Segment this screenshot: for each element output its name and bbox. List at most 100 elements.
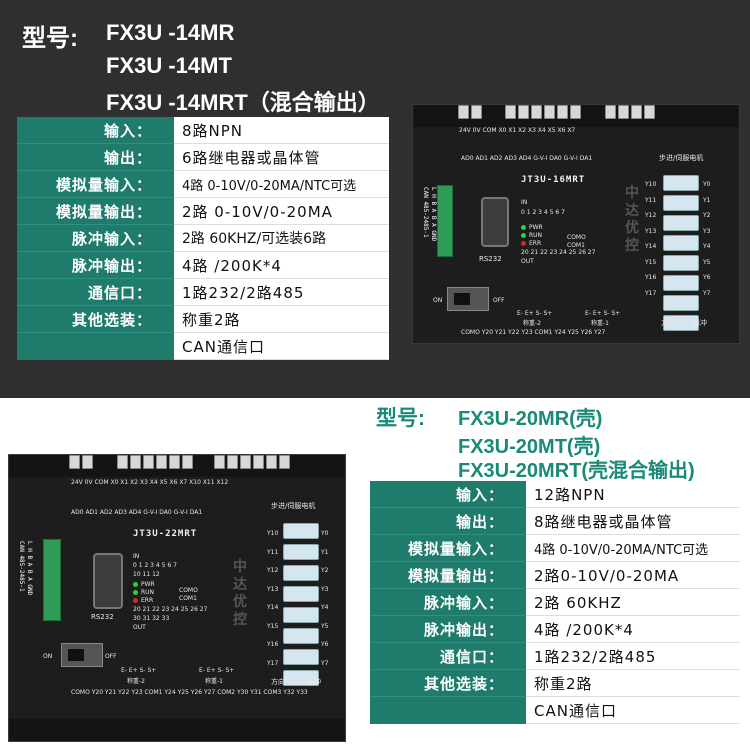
brand-logo: 中 达 优 控 [229, 559, 251, 629]
rs232-port[interactable] [93, 553, 123, 609]
terminal-block [69, 455, 93, 469]
spec-row: 脉冲输出：4路 /200K*4 [17, 251, 389, 279]
spec-key: 通信口： [17, 278, 174, 306]
spec-row: 输出：8路继电器或晶体管 [370, 507, 740, 535]
on-off-switch[interactable] [447, 287, 489, 311]
in-numbers: 0 1 2 3 4 5 6 7 [133, 562, 177, 569]
terminal-block [458, 105, 482, 119]
bottom-model-1: FX3U-20MR(壳) [458, 408, 603, 430]
err-label: ERR [141, 597, 154, 604]
rs232-port[interactable] [481, 197, 509, 247]
pwr-led [521, 225, 526, 230]
plc-bottom-terminal-bar [9, 719, 345, 741]
spec-key: 输出： [370, 507, 526, 535]
out-label: OUT [521, 258, 534, 265]
top-model-label: 型号: [22, 25, 78, 52]
can485-label: CAN 485-2485-1 [422, 187, 429, 238]
pwr-label: PWR [141, 581, 155, 588]
brand-char: 优 [625, 220, 639, 236]
plc-device-bottom: 24V 0V COM X0 X1 X2 X3 X4 X5 X6 X7 X10 X… [8, 454, 346, 742]
brand-char: 优 [233, 594, 247, 610]
rs232-label: RS232 [91, 613, 114, 621]
encoder-name: 称重-2 [523, 320, 541, 327]
spec-key: 输入： [17, 117, 174, 144]
pwr-led [133, 582, 138, 587]
spec-row: 其他选装：称重2路 [370, 669, 740, 697]
top-spec-table: 输入：8路NPN 输出：6路继电器或晶体管 模拟量输入：4路 0-10V/0-2… [17, 117, 389, 360]
pulse-label: 脉冲 [307, 678, 321, 686]
in-label: IN [133, 553, 140, 560]
spec-key: 通信口： [370, 642, 526, 670]
brand-char: 控 [233, 611, 247, 628]
can485-label: CAN 485-2485-1 [18, 541, 25, 592]
spec-value: 4路 0-10V/0-20MA/NTC可选 [526, 534, 740, 562]
spec-value: 1路232/2路485 [174, 278, 389, 306]
brand-char: 中 [233, 559, 247, 575]
bottom-model-2: FX3U-20MT(壳) [458, 436, 601, 458]
spec-value: CAN通信口 [526, 696, 740, 724]
bottom-model-label: 型号: [376, 407, 425, 430]
spec-row: 输出：6路继电器或晶体管 [17, 143, 389, 171]
output-connectors[interactable] [663, 175, 699, 331]
can-connector[interactable] [43, 539, 61, 621]
top-terminal-label: 24V 0V COM X0 X1 X2 X3 X4 X5 X6 X7 [459, 127, 576, 134]
top-terminal-label: 24V 0V COM X0 X1 X2 X3 X4 X5 X6 X7 X10 X… [71, 479, 229, 486]
brand-char: 控 [625, 237, 639, 254]
can-pins-label: L H B A B A GND [430, 187, 437, 242]
off-label: OFF [105, 653, 117, 660]
spec-key [17, 332, 174, 360]
spec-key: 其他选装： [370, 669, 526, 697]
spec-key: 脉冲输入： [17, 224, 174, 252]
err-label: ERR [529, 240, 542, 247]
terminal-block [117, 455, 193, 469]
como-label: COMO [179, 587, 198, 594]
run-label: RUN [529, 232, 543, 239]
encoder-name: 称重-1 [205, 678, 223, 685]
can-connector[interactable] [437, 185, 453, 257]
encoder-label: E- E+ S- S+ [121, 667, 157, 674]
out-numbers-2: 30 31 32 33 [133, 615, 170, 622]
encoder-label: E- E+ S- S+ [199, 667, 235, 674]
spec-value: 4路 0-10V/0-20MA/NTC可选 [174, 170, 389, 198]
pwr-label: PWR [529, 224, 543, 231]
spec-value: 2路 60KHZ/可选装6路 [174, 224, 389, 252]
in-numbers: 0 1 2 3 4 5 6 7 [521, 209, 565, 216]
spec-value: 2路 0-10V/0-20MA [174, 197, 389, 225]
on-label: ON [433, 297, 443, 304]
spec-value: 6路继电器或晶体管 [174, 143, 389, 171]
spec-key [370, 696, 526, 724]
spec-row: 通信口：1路232/2路485 [17, 278, 389, 306]
spec-key: 模拟量输入： [17, 170, 174, 198]
encoder-name: 称重-1 [591, 320, 609, 327]
top-model-1: FX3U -14MR [106, 20, 235, 45]
top-model-2: FX3U -14MT [106, 53, 232, 78]
spec-value: 8路NPN [174, 117, 389, 144]
device-model: JT3U-22MRT [133, 529, 198, 539]
run-label: RUN [141, 589, 155, 596]
dir-label: 方向 [271, 678, 285, 686]
spec-key: 模拟量输出： [17, 197, 174, 225]
spec-value: 称重2路 [174, 305, 389, 333]
err-led [521, 241, 526, 246]
top-model-3: FX3U -14MRT（混合输出） [106, 90, 380, 115]
spec-row: 输入：12路NPN [370, 481, 740, 508]
terminal-block [505, 105, 581, 119]
spec-row: 模拟量输出：2路0-10V/0-20MA [370, 561, 740, 589]
analog-label: AD0 AD1 AD2 AD3 AD4 G-V-I DA0 G-V-I DA1 [461, 155, 593, 162]
spec-value: 称重2路 [526, 669, 740, 697]
on-label: ON [43, 653, 53, 660]
device-model: JT3U-16MRT [521, 175, 586, 185]
spec-key: 输出： [17, 143, 174, 171]
spec-key: 模拟量输出： [370, 561, 526, 589]
bottom-model-3: FX3U-20MRT(壳混合输出) [458, 460, 695, 482]
spec-row: CAN通信口 [370, 696, 740, 724]
output-connectors[interactable] [283, 523, 319, 686]
on-off-switch[interactable] [61, 643, 103, 667]
spec-value: 2路0-10V/0-20MA [526, 561, 740, 589]
spec-value: 12路NPN [526, 481, 740, 508]
out-numbers: 20 21 22 23 24 25 26 27 [521, 249, 596, 256]
run-led [521, 233, 526, 238]
off-label: OFF [493, 297, 505, 304]
